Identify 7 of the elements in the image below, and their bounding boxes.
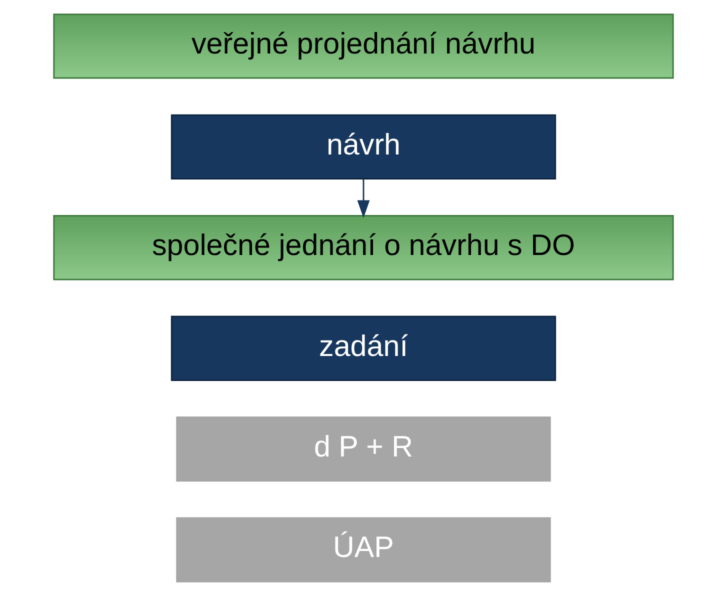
node-box: d P + R [176,416,551,482]
node-box: společné jednání o návrhu s DO [53,215,674,280]
node-box: ÚAP [176,517,551,582]
node-box: návrh [170,114,556,180]
node-box: veřejné projednání návrhu [53,14,674,79]
node-box: zadání [170,316,556,381]
arrow [357,179,370,218]
